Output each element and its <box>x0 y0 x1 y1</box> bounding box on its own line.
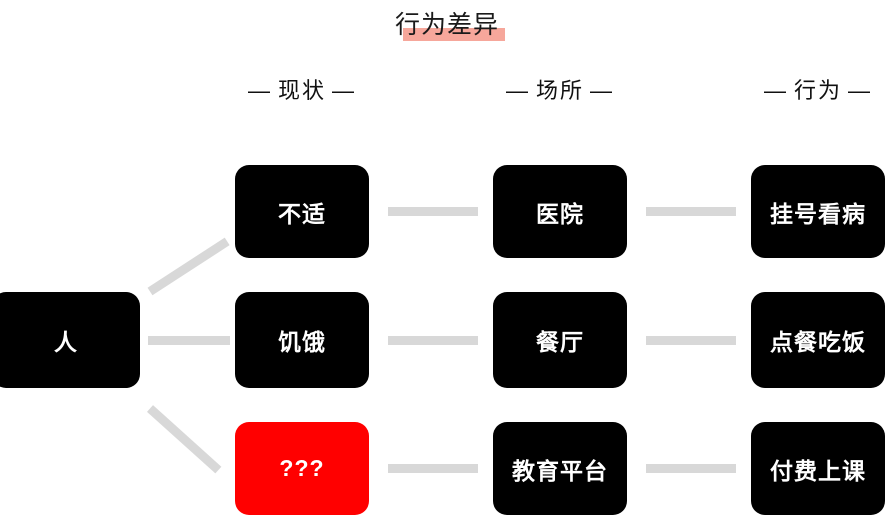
dash-right-icon: — <box>332 78 356 103</box>
dash-right-icon: — <box>590 78 614 103</box>
node-root-person[interactable]: 人 <box>0 292 140 388</box>
title-inner: 行为差异 <box>394 8 505 42</box>
dash-right-icon: — <box>848 78 872 103</box>
title-text: 行为差异 <box>394 11 499 39</box>
node-state-2[interactable]: 饥饿 <box>235 292 369 388</box>
node-action-3-label: 付费上课 <box>770 457 866 484</box>
node-state-3-unknown-label: ??? <box>279 455 325 481</box>
dash-left-icon: — <box>247 78 272 103</box>
node-place-2[interactable]: 餐厅 <box>493 292 627 388</box>
connector-place-2-to-action-2 <box>646 336 736 345</box>
node-action-2[interactable]: 点餐吃饭 <box>751 292 885 388</box>
connector-state-2-to-place-2 <box>388 336 478 345</box>
node-state-1[interactable]: 不适 <box>235 165 369 258</box>
node-place-2-label: 餐厅 <box>536 329 584 355</box>
node-action-2-label: 点餐吃饭 <box>770 329 866 355</box>
connector-place-1-to-action-1 <box>646 207 736 216</box>
connector-state-3-to-place-3 <box>388 464 478 473</box>
dash-left-icon: — <box>763 78 788 103</box>
title-highlight-bar <box>402 28 505 41</box>
column-header-action: —行为— <box>708 76 894 106</box>
node-root-person-label: 人 <box>54 329 78 355</box>
column-header-place-label: 场所 <box>535 78 584 103</box>
node-state-1-label: 不适 <box>278 200 326 227</box>
column-header-state: —现状— <box>192 76 412 106</box>
connector-state-1-to-place-1 <box>388 207 478 216</box>
column-header-place: —场所— <box>450 76 670 106</box>
connector-root-to-state-1 <box>147 237 230 296</box>
connector-place-3-to-action-3 <box>646 464 736 473</box>
page-title: 行为差异 <box>0 8 894 42</box>
node-action-1-label: 挂号看病 <box>770 200 866 227</box>
column-header-state-label: 现状 <box>277 78 326 103</box>
node-place-3[interactable]: 教育平台 <box>493 422 627 515</box>
column-header-action-label: 行为 <box>793 78 842 103</box>
node-action-1[interactable]: 挂号看病 <box>751 165 885 258</box>
node-state-3-unknown[interactable]: ??? <box>235 422 369 515</box>
connector-root-to-state-2 <box>148 336 230 345</box>
node-place-1[interactable]: 医院 <box>493 165 627 258</box>
node-place-1-label: 医院 <box>536 200 584 227</box>
node-action-3[interactable]: 付费上课 <box>751 422 885 515</box>
node-state-2-label: 饥饿 <box>278 329 326 355</box>
dash-left-icon: — <box>505 78 530 103</box>
node-place-3-label: 教育平台 <box>512 457 608 484</box>
connector-root-to-state-3 <box>146 405 222 474</box>
